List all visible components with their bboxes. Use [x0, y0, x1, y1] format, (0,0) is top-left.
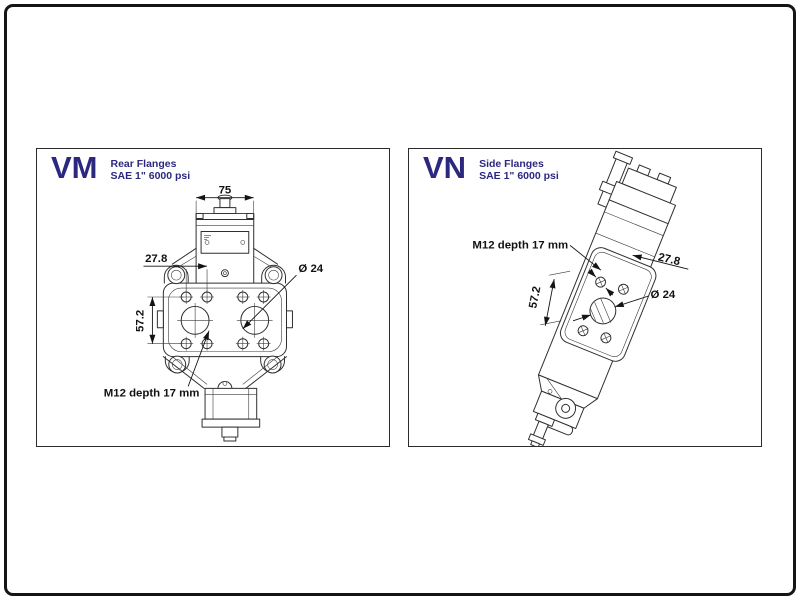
vm-dim-port-diameter: Ø 24 [242, 263, 324, 330]
vn-dim-thread: M12 depth 17 mm [472, 239, 615, 297]
vm-panel-code: VM [51, 150, 98, 185]
vn-dim-label-57-2: 57.2 [527, 285, 543, 309]
vn-pump-drawing: M12 depth 17 mm 27.8 57.2 Ø 24 [472, 150, 689, 446]
vm-dim-hole-spacing: 57.2 [134, 296, 184, 344]
vm-flange-plate [156, 282, 293, 358]
vm-ports [177, 302, 273, 338]
vm-dim-hole-offset: 27.8 [143, 253, 208, 294]
vn-dim-hole-spacing: 57.2 [527, 270, 571, 326]
vn-panel-code: VN [423, 150, 467, 185]
vn-dim-label-port-diameter: Ø 24 [651, 289, 676, 301]
vm-panel-name: Rear Flanges [110, 158, 177, 170]
vn-dim-hole-offset: 27.8 [632, 251, 689, 270]
vn-panel-spec: SAE 1" 6000 psi [479, 170, 559, 183]
vm-lower-housing [162, 356, 288, 442]
panel-vn-side-flanges: VN Side Flanges SAE 1" 6000 psi [408, 148, 762, 447]
vn-header: VN Side Flanges SAE 1" 6000 psi [423, 150, 559, 185]
vm-dim-label-port-diameter: Ø 24 [298, 263, 323, 275]
vn-dim-port-diameter: Ø 24 [572, 289, 676, 322]
vm-header: VM Rear Flanges SAE 1" 6000 psi [51, 150, 191, 185]
vm-panel-spec: SAE 1" 6000 psi [110, 170, 191, 183]
vm-dim-label-thread: M12 depth 17 mm [104, 387, 200, 399]
vm-dim-thread: M12 depth 17 mm [104, 330, 210, 399]
vn-panel-name: Side Flanges [479, 158, 544, 170]
vm-dim-top-width: 75 [195, 185, 255, 215]
vm-mounting-ears [167, 266, 283, 374]
vm-panel-subtitle: Rear Flanges SAE 1" 6000 psi [111, 158, 191, 183]
vn-dim-label-thread: M12 depth 17 mm [472, 239, 568, 251]
vm-dim-label-27-8: 27.8 [145, 253, 167, 265]
vn-panel-subtitle: Side Flanges SAE 1" 6000 psi [479, 158, 559, 183]
vm-dim-label-75: 75 [219, 185, 232, 197]
vm-valve-block [195, 194, 255, 292]
vm-dim-label-57-2: 57.2 [134, 310, 146, 332]
vn-dim-label-27-8: 27.8 [657, 251, 681, 268]
vm-pump-drawing: 75 27.8 57.2 Ø 24 M12 [104, 185, 324, 442]
panel-vm-rear-flanges: VM Rear Flanges SAE 1" 6000 psi [36, 148, 390, 447]
